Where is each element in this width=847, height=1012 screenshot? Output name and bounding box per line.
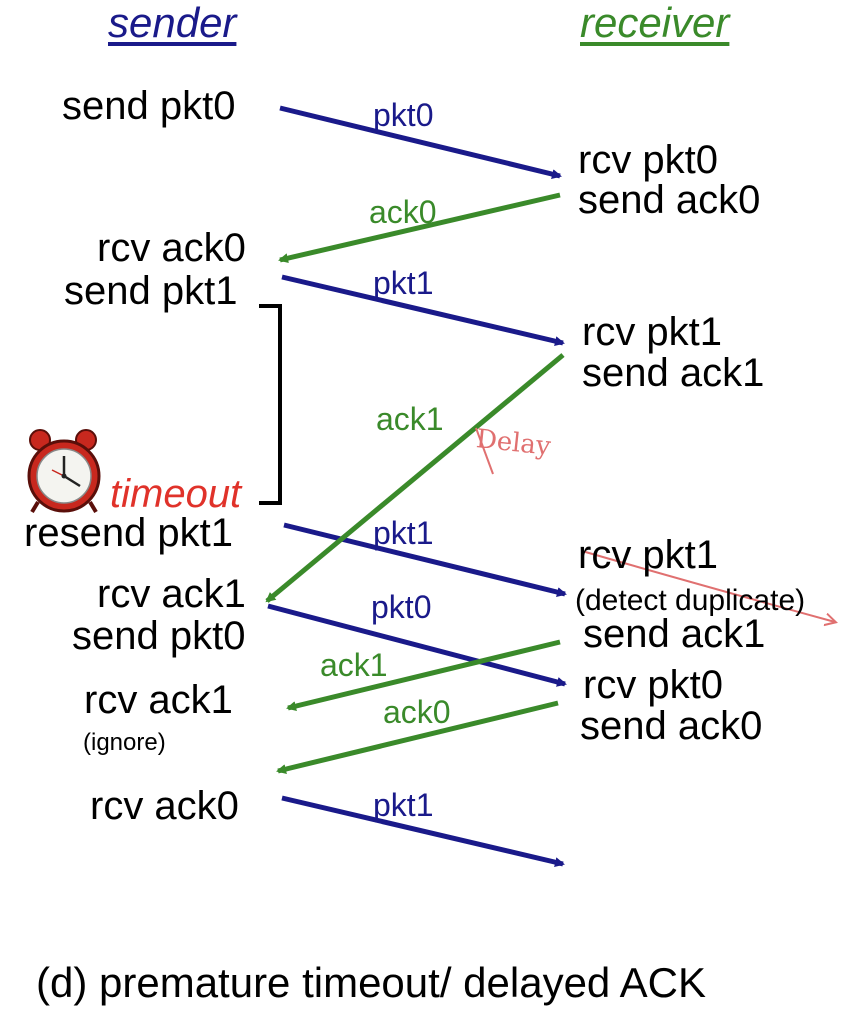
receiver-detect-duplicate-note: (detect duplicate) bbox=[575, 584, 806, 617]
sender-rcv-ack0-2: rcv ack0 bbox=[90, 784, 239, 828]
receiver-send-ack1-2: send ack1 bbox=[583, 612, 766, 656]
arrow-label-ack0-1: ack0 bbox=[369, 194, 437, 230]
sender-send-pkt1: send pkt1 bbox=[64, 269, 238, 313]
receiver-send-ack0-2: send ack0 bbox=[580, 704, 763, 748]
receiver-rcv-pkt0-2: rcv pkt0 bbox=[583, 663, 724, 707]
arrow-ack0-2 bbox=[276, 700, 559, 774]
alarm-clock-icon bbox=[27, 429, 101, 514]
arrow-ack1-delayed bbox=[265, 353, 565, 603]
sender-rcv-ack1-2: rcv ack1 bbox=[84, 678, 233, 722]
arrow-pkt0-1 bbox=[279, 105, 562, 179]
arrow-label-pkt1-resend: pkt1 bbox=[373, 515, 433, 551]
arrow-ack1-dup bbox=[286, 639, 561, 711]
receiver-rcv-pkt1-dup: rcv pkt1 bbox=[578, 533, 719, 577]
receiver-send-ack0: send ack0 bbox=[578, 178, 761, 222]
sender-rcv-ack1: rcv ack1 bbox=[97, 572, 246, 616]
arrow-label-ack1-delayed: ack1 bbox=[376, 401, 444, 437]
diagram-caption: (d) premature timeout/ delayed ACK bbox=[36, 959, 706, 1006]
arrow-pkt0-2 bbox=[267, 603, 567, 687]
strike-through-arrow bbox=[581, 550, 835, 622]
sender-send-pkt0-2: send pkt0 bbox=[72, 614, 246, 658]
receiver-header: receiver bbox=[580, 0, 730, 46]
sender-header: sender bbox=[108, 0, 237, 46]
arrow-label-pkt0-2: pkt0 bbox=[371, 589, 431, 625]
sender-send-pkt0: send pkt0 bbox=[62, 84, 236, 128]
arrow-label-pkt1-1: pkt1 bbox=[373, 265, 433, 301]
arrow-label-ack1-dup: ack1 bbox=[320, 647, 388, 683]
arrow-label-ack0-2: ack0 bbox=[383, 694, 451, 730]
arrow-pkt1-resend bbox=[283, 522, 567, 597]
sender-resend-pkt1: resend pkt1 bbox=[24, 511, 234, 555]
arrow-ack0-1 bbox=[278, 192, 561, 264]
arrow-pkt1-1 bbox=[281, 274, 565, 347]
sender-ignore-note: (ignore) bbox=[83, 729, 166, 756]
receiver-send-ack1: send ack1 bbox=[582, 351, 765, 395]
timeout-label: timeout bbox=[110, 472, 242, 516]
receiver-rcv-pkt1: rcv pkt1 bbox=[582, 310, 723, 354]
arrow-label-pkt1-2: pkt1 bbox=[373, 787, 433, 823]
sender-rcv-ack0: rcv ack0 bbox=[97, 226, 246, 270]
arrow-label-pkt0-1: pkt0 bbox=[373, 97, 433, 133]
delay-tick-mark bbox=[475, 427, 494, 475]
receiver-rcv-pkt0: rcv pkt0 bbox=[578, 138, 719, 182]
timeout-bracket bbox=[259, 304, 282, 505]
arrow-pkt1-2 bbox=[281, 795, 565, 868]
delay-annotation: Delay bbox=[474, 424, 553, 462]
